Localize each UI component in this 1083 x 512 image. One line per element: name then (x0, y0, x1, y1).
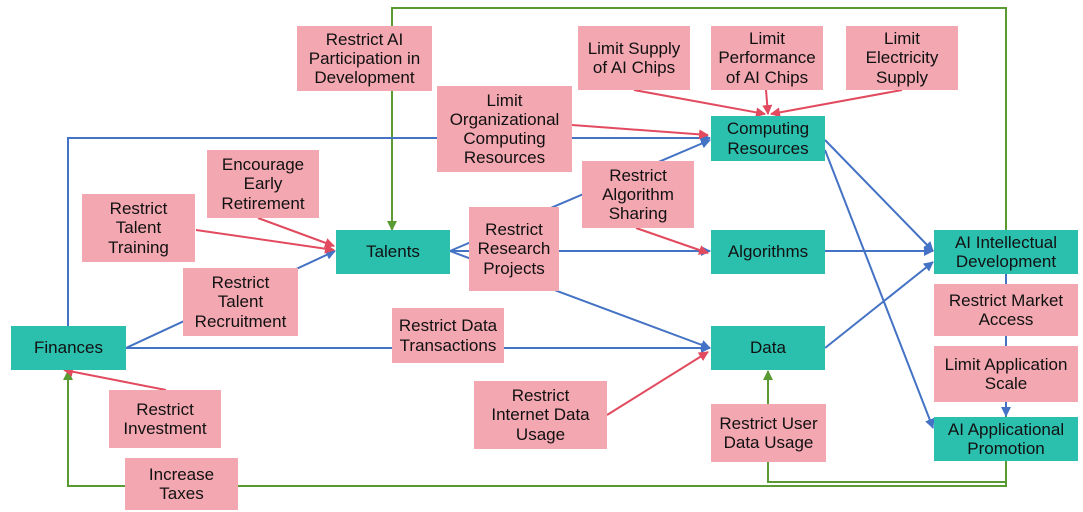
node-encourage-early-retirement: Encourage Early Retirement (207, 150, 319, 218)
node-restrict-investment: Restrict Investment (109, 390, 221, 448)
edge-org-computing-to-computing (571, 124, 709, 140)
node-restrict-data-transactions: Restrict Data Transactions (392, 308, 504, 363)
edge-data-to-development (824, 261, 934, 349)
node-restrict-research-projects: Restrict Research Projects (469, 207, 559, 291)
node-limit-performance-ai-chips: Limit Performance of AI Chips (711, 26, 823, 90)
node-talents: Talents (336, 230, 450, 274)
node-computing-resources: Computing Resources (711, 116, 825, 161)
node-limit-supply-ai-chips: Limit Supply of AI Chips (578, 26, 690, 90)
edge-chips-supply-to-computing (633, 89, 766, 118)
node-algorithms: Algorithms (711, 230, 825, 274)
node-finances: Finances (11, 326, 126, 370)
edge-investment-to-finances (63, 366, 167, 391)
node-restrict-talent-recruitment: Restrict Talent Recruitment (183, 268, 298, 336)
edge-training-to-talents (195, 229, 335, 254)
node-limit-electricity-supply: Limit Electricity Supply (846, 26, 958, 90)
node-increase-taxes: Increase Taxes (125, 458, 238, 510)
node-restrict-market-access: Restrict Market Access (934, 284, 1078, 336)
node-ai-intellectual-development: AI Intellectual Development (934, 230, 1078, 274)
edge-promotion-to-finances (63, 370, 1007, 487)
edge-algorithm-sharing-to-algorithms (635, 227, 709, 255)
edge-computing-to-development (824, 139, 934, 252)
node-limit-application-scale: Limit Application Scale (934, 346, 1078, 402)
node-restrict-algorithm-sharing: Restrict Algorithm Sharing (582, 161, 694, 228)
edge-internet-data-to-data (606, 351, 709, 416)
edge-electricity-to-computing (770, 89, 903, 118)
node-ai-applicational-promotion: AI Applicational Promotion (934, 417, 1078, 461)
edge-retirement-to-talents (257, 217, 335, 248)
node-data: Data (711, 326, 825, 370)
node-restrict-talent-training: Restrict Talent Training (82, 194, 195, 262)
node-limit-organizational-computing: Limit Organizational Computing Resources (437, 86, 572, 172)
node-restrict-user-data-usage: Restrict User Data Usage (711, 404, 826, 462)
node-restrict-ai-participation: Restrict AI Participation in Development (297, 26, 432, 91)
node-restrict-internet-data-usage: Restrict Internet Data Usage (474, 381, 607, 449)
edge-computing-to-promotion (824, 149, 935, 429)
edge-chips-performance-to-computing (762, 89, 773, 115)
